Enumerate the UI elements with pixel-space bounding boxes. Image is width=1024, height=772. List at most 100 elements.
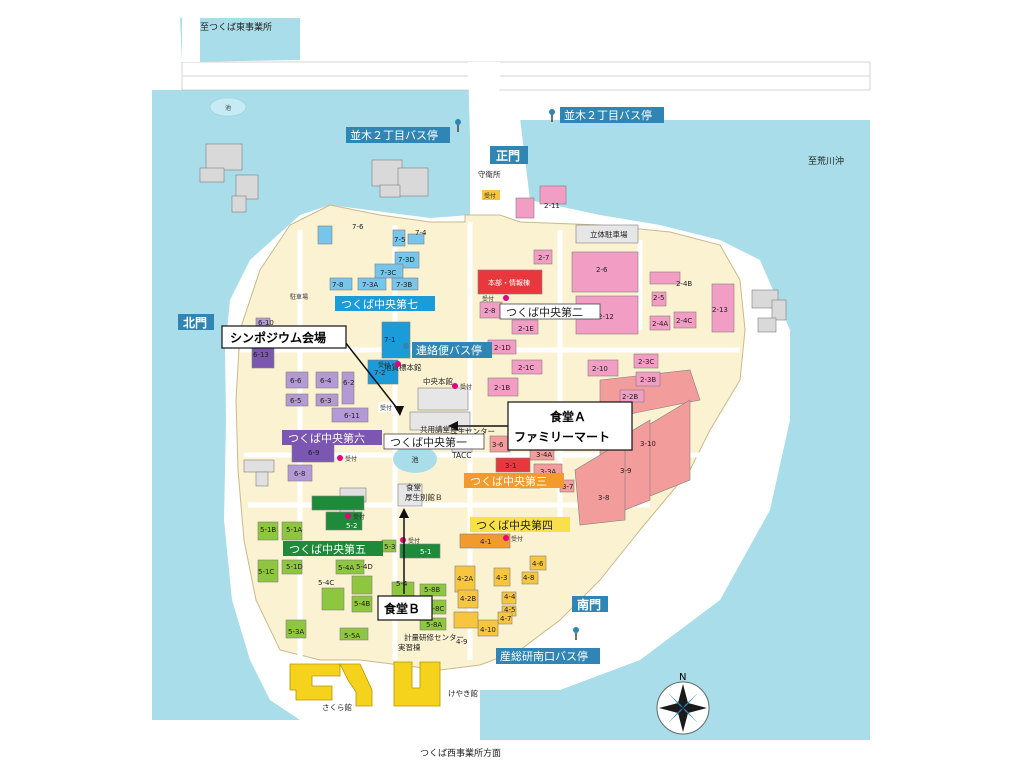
bus-stops[interactable]: 並木２丁目バス停 並木２丁目バス停 連絡便バス停 産総研南口バス停 <box>346 107 664 664</box>
sakura-building <box>289 663 341 701</box>
svg-text:つくば中央第三: つくば中央第三 <box>470 474 547 488</box>
svg-text:シンポジウム会場: シンポジウム会場 <box>230 330 326 345</box>
bldg-4-8: 4-8 <box>523 574 534 582</box>
direction-top: 至つくば東事業所 <box>200 21 272 33</box>
svg-text:つくば中央第二: つくば中央第二 <box>506 305 583 319</box>
bldg-3-8: 3-8 <box>598 494 609 502</box>
bldg-5-2: 5-2 <box>346 522 357 530</box>
bldg-4-2a: 4-2A <box>457 575 473 583</box>
callout-cafeteria-a[interactable]: 食堂Ａ ファミリーマート <box>507 401 633 451</box>
bldg-5-1c: 5-1C <box>258 568 274 576</box>
svg-text:受付: 受付 <box>460 383 472 391</box>
water-east <box>480 118 870 740</box>
bldg-3-4a: 3-4A <box>536 451 552 459</box>
bldg-2-1b: 2-1B <box>494 384 510 392</box>
road-east-strip <box>520 112 870 120</box>
svg-text:北門: 北門 <box>183 315 207 330</box>
outside-buildings <box>199 143 787 333</box>
zone2-labels: 2-11 2-7 2-6 2-4B 2-8 2-5 2-12 2-13 2-4A… <box>484 202 728 401</box>
bldg-3-3a: 3-3A <box>540 468 556 476</box>
bldg-2-6: 2-6 <box>596 266 608 274</box>
direction-right: 至荒川沖 <box>808 155 844 167</box>
reception-marker: 受付 <box>378 361 401 369</box>
bldg-6-3: 6-3 <box>320 397 331 405</box>
bldg-5-8b: 5-8B <box>424 586 440 594</box>
bldg-4-4: 4-4 <box>504 593 516 601</box>
svg-text:食堂Ａ: 食堂Ａ <box>549 409 586 424</box>
pond-center <box>393 445 437 473</box>
callout-symposium[interactable]: シンポジウム会場 <box>221 325 347 349</box>
svg-text:並木２丁目バス停: 並木２丁目バス停 <box>564 108 652 122</box>
svg-text:つくば中央第五: つくば中央第五 <box>289 542 366 556</box>
kyoyo-label: 共用講堂 <box>420 424 450 434</box>
area-label-c5: つくば中央第五 <box>283 541 383 556</box>
reception-marker: 受付 <box>337 455 357 463</box>
bldg-2-5: 2-5 <box>653 294 664 302</box>
bldg-7-1: 7-1 <box>384 336 395 344</box>
svg-text:受付: 受付 <box>484 192 496 200</box>
bldg-3-1: 3-1 <box>505 462 516 470</box>
tacc-label: TACC <box>451 451 471 460</box>
zone4-labels: 4-1 4-2A 4-3 4-6 4-8 4-2B 4-4 4-5 4-7 4-… <box>456 538 544 646</box>
svg-text:食堂Ｂ: 食堂Ｂ <box>383 601 420 616</box>
bldg-2-2b: 2-2B <box>622 393 638 401</box>
bldg-3-7: 3-7 <box>562 483 573 491</box>
reception-markers: 受付 受付 受付 受付 受付 受付 受付 受付 受付 <box>337 190 523 545</box>
bldg-3-10: 3-10 <box>640 440 656 448</box>
bldg-3-6: 3-6 <box>492 441 504 449</box>
svg-text:つくば中央第六: つくば中央第六 <box>288 431 365 445</box>
bldg-4-3: 4-3 <box>496 574 507 582</box>
bldg-5-8c: 5-8C <box>428 605 444 613</box>
svg-text:受付: 受付 <box>511 535 523 543</box>
water-northwest <box>180 18 300 62</box>
area-label-c2: つくば中央第二 <box>499 303 601 320</box>
bldg-5-1: 5-1 <box>420 548 431 556</box>
bldg-7-3d: 7-3D <box>398 256 415 264</box>
roads-outer <box>181 18 871 745</box>
area-labels[interactable]: つくば中央第七 つくば中央第二 つくば中央第六 つくば中央第一 つくば中央第三 … <box>282 296 601 556</box>
bldg-6-11: 6-11 <box>344 412 360 420</box>
bldg-4-7: 4-7 <box>500 615 511 623</box>
bldg-5-8a: 5-8A <box>426 621 442 629</box>
bldg-6-13: 6-13 <box>253 351 269 359</box>
bldg-5-1b: 5-1B <box>260 526 276 534</box>
gates[interactable]: 正門 北門 南門 <box>178 146 608 612</box>
svg-text:ファミリーマート: ファミリーマート <box>514 430 610 444</box>
svg-text:受付: 受付 <box>353 513 365 521</box>
bldg-2-3b: 2-3B <box>640 376 656 384</box>
bldg-2-13: 2-13 <box>712 306 728 314</box>
svg-text:受付: 受付 <box>378 361 390 369</box>
kousei-center-label: 厚生センター <box>450 426 495 436</box>
bldg-4-1: 4-1 <box>480 538 491 546</box>
svg-text:受付: 受付 <box>380 404 392 412</box>
bldg-2-8: 2-8 <box>484 307 495 315</box>
gate-main: 正門 <box>490 146 528 164</box>
zone6-labels: 6-10 6-13 6-6 6-4 6-5 6-3 6-2 6-11 6-9 6… <box>253 319 360 478</box>
road-bottom <box>380 705 480 745</box>
svg-text:産総研南口バス停: 産総研南口バス停 <box>500 649 588 663</box>
bldg-5-4a: 5-4A <box>338 564 354 572</box>
compass-icon <box>656 681 710 735</box>
callout-arrows <box>344 341 508 594</box>
bldg-2-4b: 2-4B <box>676 280 692 288</box>
svg-text:つくば中央第一: つくば中央第一 <box>390 435 467 449</box>
svg-text:つくば中央第四: つくば中央第四 <box>476 518 553 532</box>
area-label-c1: つくば中央第一 <box>383 433 485 450</box>
honkan-label: 中央本館 <box>423 376 453 386</box>
bus-stop-minami: 産総研南口バス停 <box>496 627 600 664</box>
bottom-buildings <box>289 661 441 707</box>
honbu-label: 本部・情報棟 <box>488 278 530 287</box>
bldg-5-4: 5-4 <box>396 580 408 588</box>
reception-marker: 受付 <box>452 383 472 391</box>
bldg-4-10: 4-10 <box>480 626 496 634</box>
parking-tower <box>575 224 639 244</box>
bldg-7-3a: 7-3A <box>362 281 378 289</box>
bldg-4-6: 4-6 <box>532 560 544 568</box>
keyaki-label: けやき館 <box>448 688 478 698</box>
bldg-2-4c: 2-4C <box>676 317 692 325</box>
bldg-4-5: 4-5 <box>504 606 515 614</box>
callout-cafeteria-b[interactable]: 食堂Ｂ <box>377 595 433 621</box>
road-top-left-curve <box>182 18 200 62</box>
area-label-c3: つくば中央第三 <box>464 473 564 488</box>
parking-tower-label-front: 立体駐車場 <box>590 229 628 239</box>
